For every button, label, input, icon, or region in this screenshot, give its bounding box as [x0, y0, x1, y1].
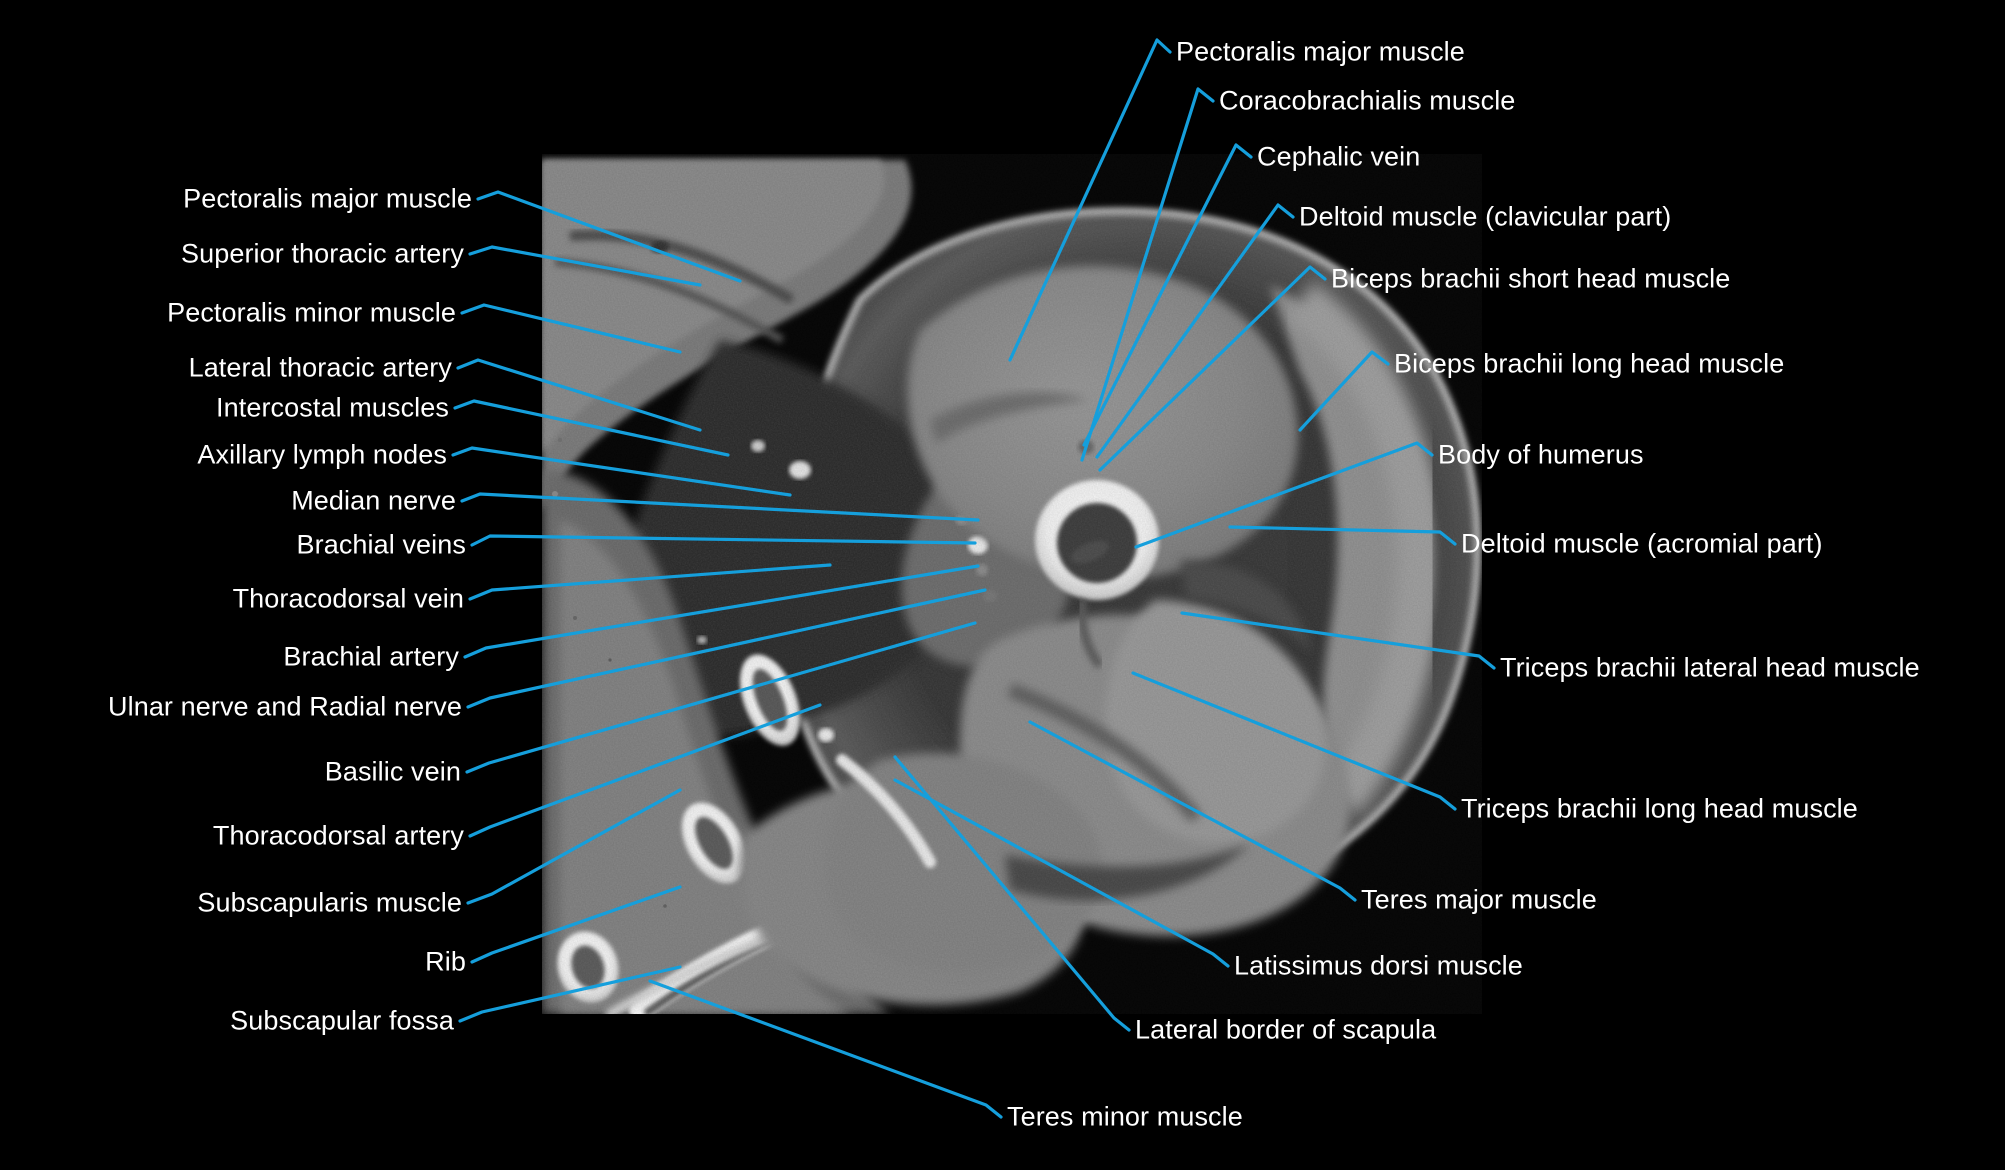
leader-line-right-0 — [1008, 38, 1172, 362]
posterior-fat-wedge — [1005, 844, 1250, 901]
leader-line-left-10 — [466, 588, 987, 709]
leader-line-left-0 — [476, 190, 742, 283]
intercostal-speck — [697, 636, 707, 644]
leader-line-right-2 — [1082, 143, 1253, 447]
leader-line-right-9 — [1131, 671, 1457, 811]
leader-line-right-7 — [1228, 525, 1457, 546]
leader-line-left-15 — [458, 965, 682, 1023]
leader-line-right-10 — [1028, 720, 1357, 902]
leader-line-right-3 — [1095, 203, 1295, 459]
brachial-vein-dot — [968, 536, 988, 554]
lymph-node-small — [751, 440, 765, 452]
leader-line-left-2 — [460, 303, 682, 354]
leader-line-left-12 — [468, 703, 822, 838]
lateral-border-of-scapula — [836, 754, 936, 868]
leader-line-left-14 — [470, 885, 682, 964]
leader-line-right-5 — [1298, 350, 1390, 432]
leader-line-left-1 — [468, 245, 702, 287]
leader-line-left-5 — [451, 446, 792, 497]
leader-line-left-7 — [470, 534, 977, 547]
leader-line-right-4 — [1098, 265, 1327, 472]
leader-line-left-6 — [460, 492, 980, 522]
leader-line-right-11 — [893, 778, 1230, 968]
axillary-lymph-node — [789, 461, 811, 479]
anterior-fascial-plane — [930, 392, 1090, 444]
intermuscular-fat-wedge — [1180, 560, 1312, 652]
leader-line-left-9 — [463, 564, 980, 659]
body-of-humerus — [1035, 480, 1159, 669]
thoracodorsal-vessel-speck — [818, 728, 834, 742]
serratus-intercostal-band — [560, 520, 852, 1014]
leader-line-right-8 — [1180, 611, 1496, 670]
leader-line-left-4 — [453, 399, 730, 457]
leader-line-left-3 — [456, 358, 702, 432]
leader-line-right-13 — [648, 979, 1003, 1119]
triceps-fat-plane — [1007, 683, 1202, 823]
leader-line-left-13 — [466, 788, 682, 905]
pectoral-fat-plane — [569, 230, 795, 305]
leader-line-left-11 — [465, 621, 977, 774]
leader-line-left-8 — [468, 563, 832, 601]
ulnar-radial-nerve-dot — [983, 590, 997, 602]
leader-line-right-12 — [893, 755, 1131, 1032]
biceps-coracobrachialis-group — [907, 265, 1299, 579]
air-noise-specks — [552, 437, 667, 908]
leader-line-right-1 — [1080, 87, 1215, 462]
leader-line-right-6 — [1134, 441, 1434, 549]
